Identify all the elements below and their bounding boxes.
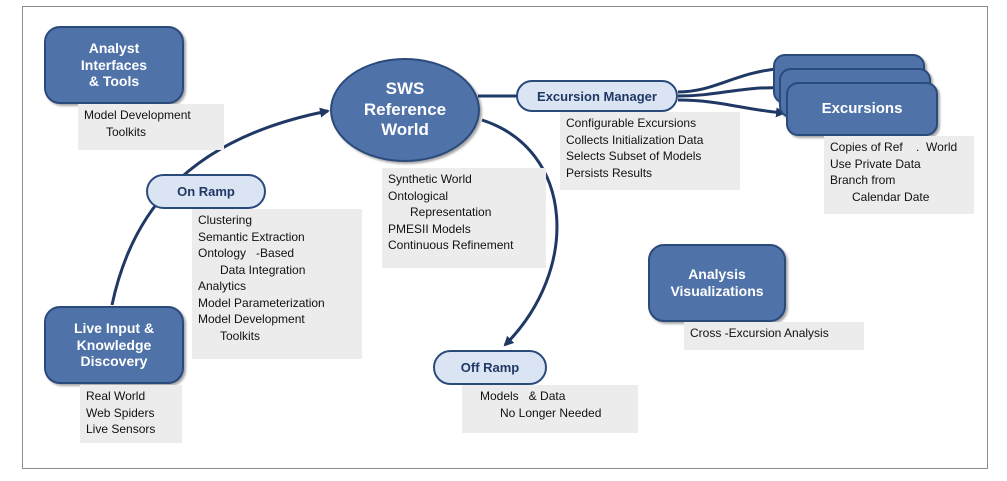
- note-line: Toolkits: [106, 124, 147, 139]
- note-line: Model Development: [84, 108, 191, 122]
- arrow-manager-to-excursions-3: [677, 98, 786, 118]
- sws-note: Synthetic World Ontological Representati…: [382, 168, 546, 268]
- off-ramp-pill[interactable]: Off Ramp: [433, 350, 547, 385]
- note-line: Calendar Date: [852, 189, 930, 204]
- note-line: Analytics: [198, 279, 247, 293]
- note-line: Model Parameterization: [198, 295, 325, 310]
- note-line: Continuous Refinement: [388, 238, 514, 252]
- diagram-frame: [22, 6, 988, 469]
- note-line: Use Private Data: [830, 156, 921, 171]
- note-line: Ontological: [388, 188, 449, 203]
- on-ramp-pill[interactable]: On Ramp: [146, 174, 266, 209]
- excursions-node[interactable]: Excursions: [786, 82, 938, 136]
- live-input-note: Real World Web Spiders Live Sensors: [80, 385, 182, 443]
- excursion-manager-note: Configurable Excursions Collects Initial…: [560, 112, 740, 190]
- analysis-note: Cross -Excursion Analysis: [684, 322, 864, 350]
- excursion-manager-pill[interactable]: Excursion Manager: [516, 80, 678, 112]
- note-line: Persists Results: [566, 165, 653, 180]
- note-line: Representation: [410, 205, 492, 219]
- arrow-manager-to-excursions-1: [677, 63, 786, 94]
- note-line: Synthetic World: [388, 172, 472, 186]
- analysis-visualizations-node[interactable]: Analysis Visualizations: [648, 244, 786, 322]
- note-line: Toolkits: [220, 328, 261, 343]
- arrow-sws-to-offramp: [481, 118, 559, 347]
- note-line: Clustering: [198, 213, 253, 227]
- note-line: Selects Subset of Models: [566, 149, 702, 163]
- note-line: Collects Initialization Data: [566, 132, 704, 147]
- note-line: Configurable Excursions: [566, 116, 697, 130]
- note-line: Ontology -Based: [198, 246, 295, 260]
- live-input-node[interactable]: Live Input & Knowledge Discovery: [44, 306, 184, 384]
- note-line: Cross -Excursion Analysis: [690, 326, 829, 340]
- off-ramp-note: Models & Data No Longer Needed: [462, 385, 638, 433]
- note-line: Semantic Extraction: [198, 229, 305, 244]
- arrow-manager-to-excursions-2: [677, 82, 786, 98]
- note-line: Copies of Ref . World: [830, 140, 958, 154]
- analyst-note: Model Development Toolkits: [78, 104, 224, 150]
- on-ramp-note: Clustering Semantic Extraction Ontology …: [192, 209, 362, 359]
- note-line: Live Sensors: [86, 422, 156, 436]
- excursions-note: Copies of Ref . World Use Private Data B…: [824, 136, 974, 214]
- sws-reference-world-node[interactable]: SWS Reference World: [330, 58, 480, 162]
- note-line: Real World: [86, 389, 146, 403]
- note-line: Models & Data: [480, 389, 566, 403]
- note-line: Model Development: [198, 312, 305, 326]
- note-line: PMESII Models: [388, 221, 471, 236]
- note-line: No Longer Needed: [500, 405, 602, 420]
- note-line: Branch from: [830, 173, 896, 187]
- analyst-interfaces-node[interactable]: Analyst Interfaces & Tools: [44, 26, 184, 104]
- note-line: Web Spiders: [86, 405, 155, 420]
- note-line: Data Integration: [220, 262, 306, 277]
